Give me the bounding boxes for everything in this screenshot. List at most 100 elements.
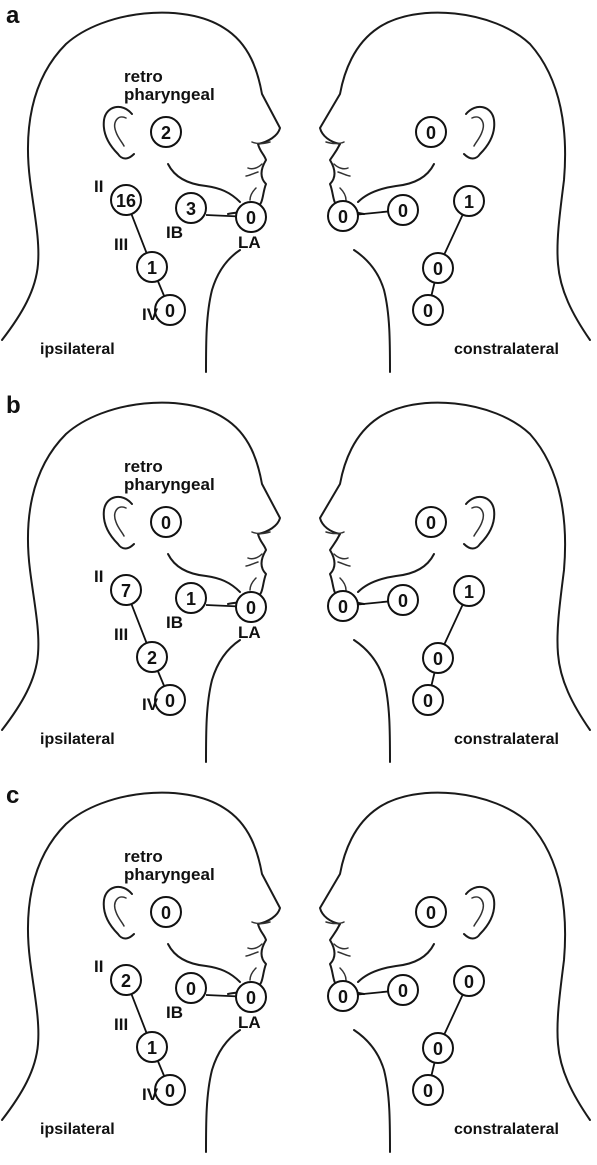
label-contralateral: constralateral (454, 1121, 559, 1138)
ipsilateral-head-outline (1, 11, 281, 373)
label-pharyngeal: pharyngeal (124, 85, 215, 104)
svg-text:2: 2 (147, 648, 157, 668)
label-retro: retro (124, 457, 163, 476)
ipsi-node-level-iv: 0 (154, 684, 186, 716)
contralateral-head-outline (319, 11, 591, 373)
ipsi-node-level-iii: 2 (136, 641, 168, 673)
svg-text:0: 0 (338, 987, 348, 1007)
svg-text:1: 1 (147, 1038, 157, 1058)
label-level-ii: II (94, 567, 103, 586)
svg-text:0: 0 (423, 1081, 433, 1101)
label-level-iv: IV (142, 1085, 159, 1104)
contra-node-level-iii: 0 (422, 642, 454, 674)
label-la: LA (238, 623, 261, 642)
label-level-iii: III (114, 625, 128, 644)
label-level-iii: III (114, 1015, 128, 1034)
panel-letter: a (6, 2, 20, 29)
svg-text:0: 0 (426, 123, 436, 143)
contralateral-head-outline (319, 401, 591, 763)
label-level-ii: II (94, 177, 103, 196)
contralateral-head-outline (319, 791, 591, 1153)
svg-text:0: 0 (165, 691, 175, 711)
ipsi-node-level-ii: 16 (110, 184, 142, 216)
ipsi-node-la: 0 (235, 201, 267, 233)
svg-text:0: 0 (161, 903, 171, 923)
svg-text:1: 1 (147, 258, 157, 278)
svg-text:0: 0 (338, 597, 348, 617)
ipsi-node-level-iv: 0 (154, 294, 186, 326)
svg-text:0: 0 (426, 903, 436, 923)
label-ipsilateral: ipsilateral (40, 341, 115, 358)
label-retro: retro (124, 847, 163, 866)
panel-letter: c (6, 782, 20, 809)
svg-text:0: 0 (165, 1081, 175, 1101)
contra-node-level-ii: 0 (453, 965, 485, 997)
label-level-iv: IV (142, 695, 159, 714)
label-ipsilateral: ipsilateral (40, 731, 115, 748)
svg-text:0: 0 (161, 513, 171, 533)
ipsilateral-head-outline (1, 401, 281, 763)
label-la: LA (238, 1013, 261, 1032)
contra-node-la: 0 (327, 980, 359, 1012)
contra-node-retropharyngeal: 0 (415, 896, 447, 928)
label-pharyngeal: pharyngeal (124, 475, 215, 494)
label-ipsilateral: ipsilateral (40, 1121, 115, 1138)
svg-text:0: 0 (338, 207, 348, 227)
svg-text:0: 0 (246, 208, 256, 228)
label-level-ib: IB (166, 223, 183, 242)
contra-node-retropharyngeal: 0 (415, 506, 447, 538)
label-level-iii: III (114, 235, 128, 254)
ipsi-node-level-ii: 2 (110, 964, 142, 996)
ipsi-node-retropharyngeal: 2 (150, 116, 182, 148)
label-level-ib: IB (166, 1003, 183, 1022)
panel-figure: 2 16 3 0 1 0 (1, 11, 591, 373)
panel-figure: 0 7 1 0 2 0 (1, 401, 591, 763)
contra-node-la: 0 (327, 200, 359, 232)
contra-node-level-ii: 1 (453, 185, 485, 217)
svg-text:0: 0 (398, 981, 408, 1001)
ipsi-node-la: 0 (235, 591, 267, 623)
ipsi-node-level-iii: 1 (136, 251, 168, 283)
svg-text:16: 16 (116, 191, 136, 211)
label-level-ib: IB (166, 613, 183, 632)
svg-text:2: 2 (161, 123, 171, 143)
svg-text:0: 0 (246, 988, 256, 1008)
contra-node-level-ib: 0 (387, 974, 419, 1006)
svg-text:0: 0 (426, 513, 436, 533)
svg-text:0: 0 (398, 591, 408, 611)
contra-node-level-iv: 0 (412, 1074, 444, 1106)
ipsi-node-la: 0 (235, 981, 267, 1013)
contra-node-level-iii: 0 (422, 252, 454, 284)
svg-text:0: 0 (433, 649, 443, 669)
panel-c: c (0, 782, 597, 1165)
ipsi-node-level-iii: 1 (136, 1031, 168, 1063)
svg-text:1: 1 (186, 589, 196, 609)
contra-node-retropharyngeal: 0 (415, 116, 447, 148)
svg-text:0: 0 (165, 301, 175, 321)
ipsilateral-head-outline (1, 791, 281, 1153)
ipsi-node-level-ib: 1 (175, 582, 207, 614)
svg-text:3: 3 (186, 199, 196, 219)
svg-text:0: 0 (423, 301, 433, 321)
contra-node-level-ib: 0 (387, 194, 419, 226)
svg-text:2: 2 (121, 971, 131, 991)
ipsi-node-retropharyngeal: 0 (150, 506, 182, 538)
contra-node-level-ii: 1 (453, 575, 485, 607)
contra-node-level-iii: 0 (422, 1032, 454, 1064)
ipsi-node-retropharyngeal: 0 (150, 896, 182, 928)
svg-text:1: 1 (464, 192, 474, 212)
svg-text:0: 0 (398, 201, 408, 221)
label-retro: retro (124, 67, 163, 86)
contra-node-level-iv: 0 (412, 684, 444, 716)
contra-node-level-iv: 0 (412, 294, 444, 326)
contra-node-la: 0 (327, 590, 359, 622)
panel-figure: 0 2 0 0 1 0 (1, 791, 591, 1153)
ipsi-node-level-ib: 3 (175, 192, 207, 224)
svg-text:0: 0 (246, 598, 256, 618)
svg-text:1: 1 (464, 582, 474, 602)
label-contralateral: constralateral (454, 731, 559, 748)
svg-text:0: 0 (186, 979, 196, 999)
label-level-iv: IV (142, 305, 159, 324)
label-pharyngeal: pharyngeal (124, 865, 215, 884)
panel-b: b (0, 392, 597, 775)
